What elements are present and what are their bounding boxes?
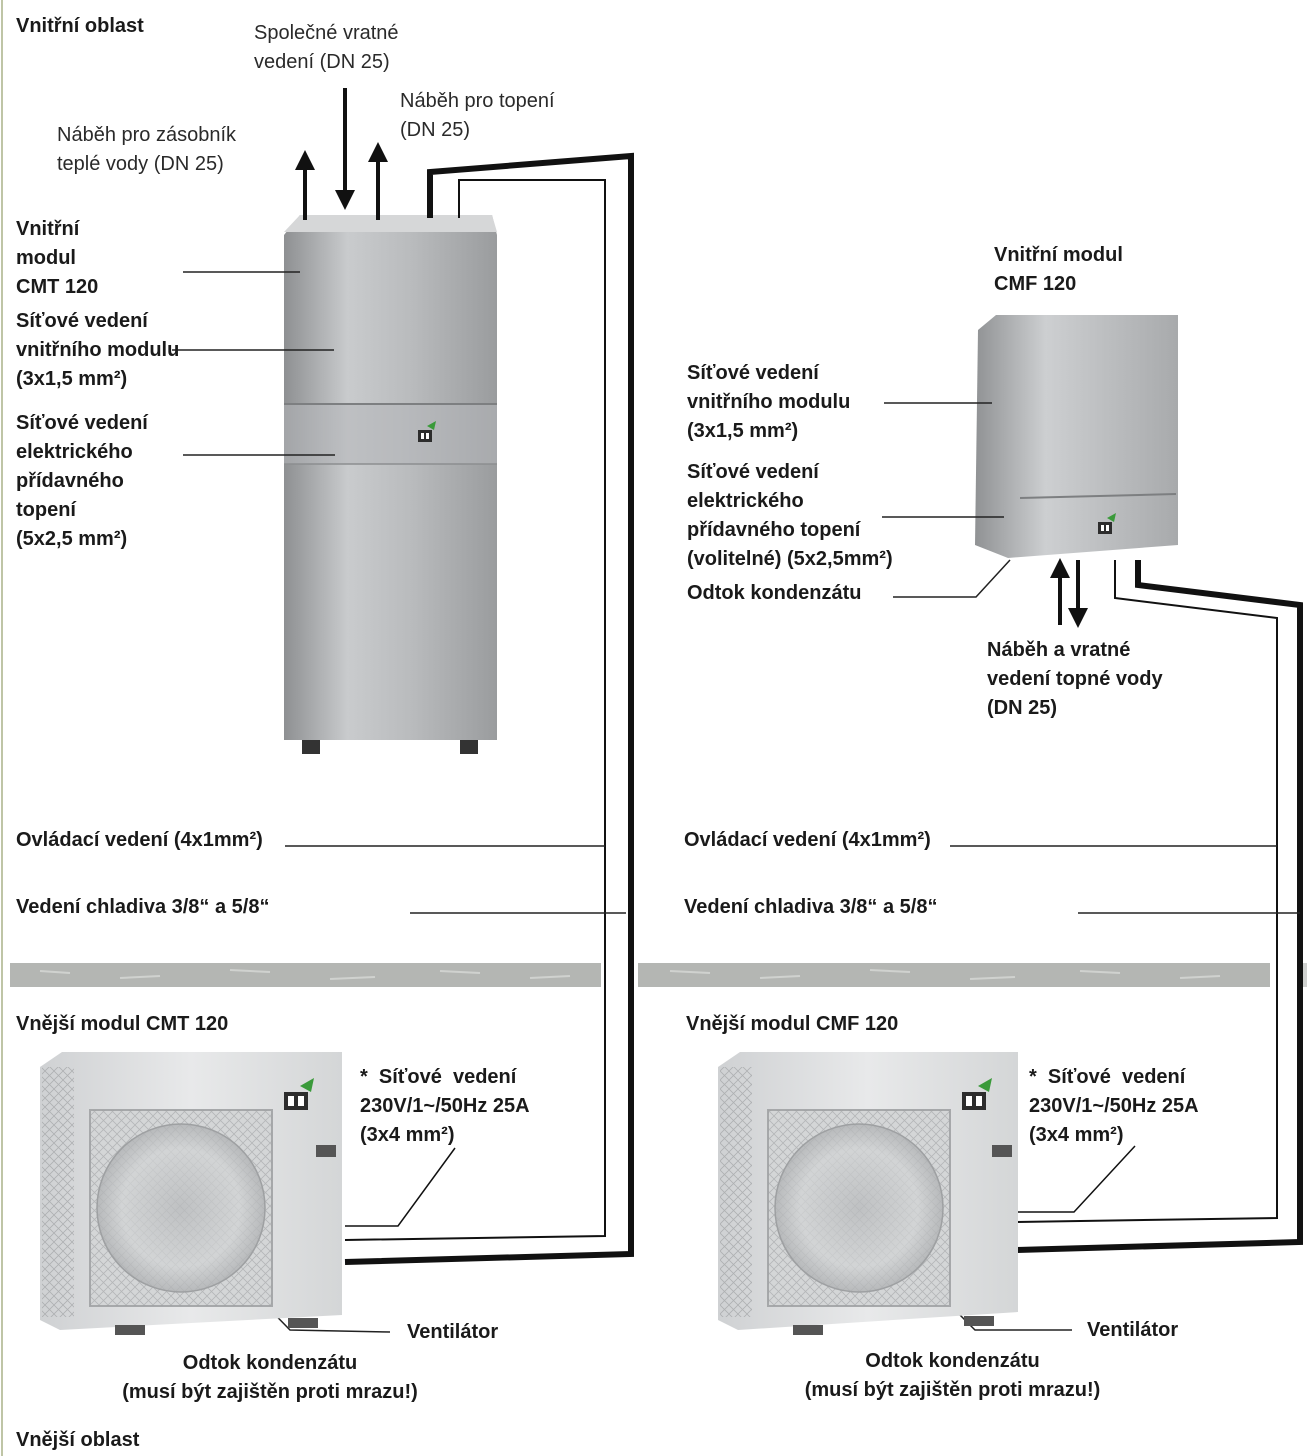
right-lines — [1016, 560, 1303, 1253]
left-outdoor-logo — [284, 1078, 314, 1110]
left-fan-label: Ventilátor — [407, 1321, 499, 1343]
left-heating-flow-label: Náběh pro topení(DN 25) — [400, 90, 555, 141]
left-indoor-tower — [284, 215, 497, 754]
right-wall-texture — [669, 969, 1221, 980]
right-indoor-box — [975, 315, 1178, 558]
inner-area-title: Vnitřní oblast — [16, 15, 144, 37]
left-refrigerant-label: Vedení chladiva 3/8“ a 5/8“ — [16, 896, 270, 918]
right-water-pipes — [1050, 558, 1088, 628]
left-drain-label: Odtok kondenzátu(musí být zajištěn proti… — [122, 1352, 418, 1403]
left-outdoor-unit — [40, 1052, 342, 1335]
right-condensate-label: Odtok kondenzátu — [687, 582, 862, 604]
right-outdoor-logo — [962, 1078, 992, 1110]
left-lines — [344, 152, 634, 1265]
right-outdoor-module-label: Vnější modul CMF 120 — [686, 1013, 899, 1035]
right-outdoor-unit — [718, 1052, 1018, 1335]
right-control-line-label: Ovládací vedení (4x1mm²) — [684, 829, 931, 851]
left-control-line-label: Ovládací vedení (4x1mm²) — [16, 829, 263, 851]
right-wall — [638, 963, 1270, 987]
left-top-pipes — [295, 88, 388, 220]
right-fan-label: Ventilátor — [1087, 1319, 1179, 1341]
left-outdoor-module-label: Vnější modul CMT 120 — [16, 1013, 229, 1035]
right-wall-edge — [1303, 963, 1307, 987]
left-wall — [10, 963, 601, 987]
outer-area-title: Vnější oblast — [16, 1429, 140, 1451]
right-box-logo — [1098, 513, 1116, 534]
left-tower-logo — [418, 421, 436, 442]
left-wall-texture — [39, 969, 571, 980]
right-refrigerant-label: Vedení chladiva 3/8“ a 5/8“ — [684, 896, 938, 918]
right-drain-label: Odtok kondenzátu(musí být zajištěn proti… — [804, 1350, 1101, 1401]
